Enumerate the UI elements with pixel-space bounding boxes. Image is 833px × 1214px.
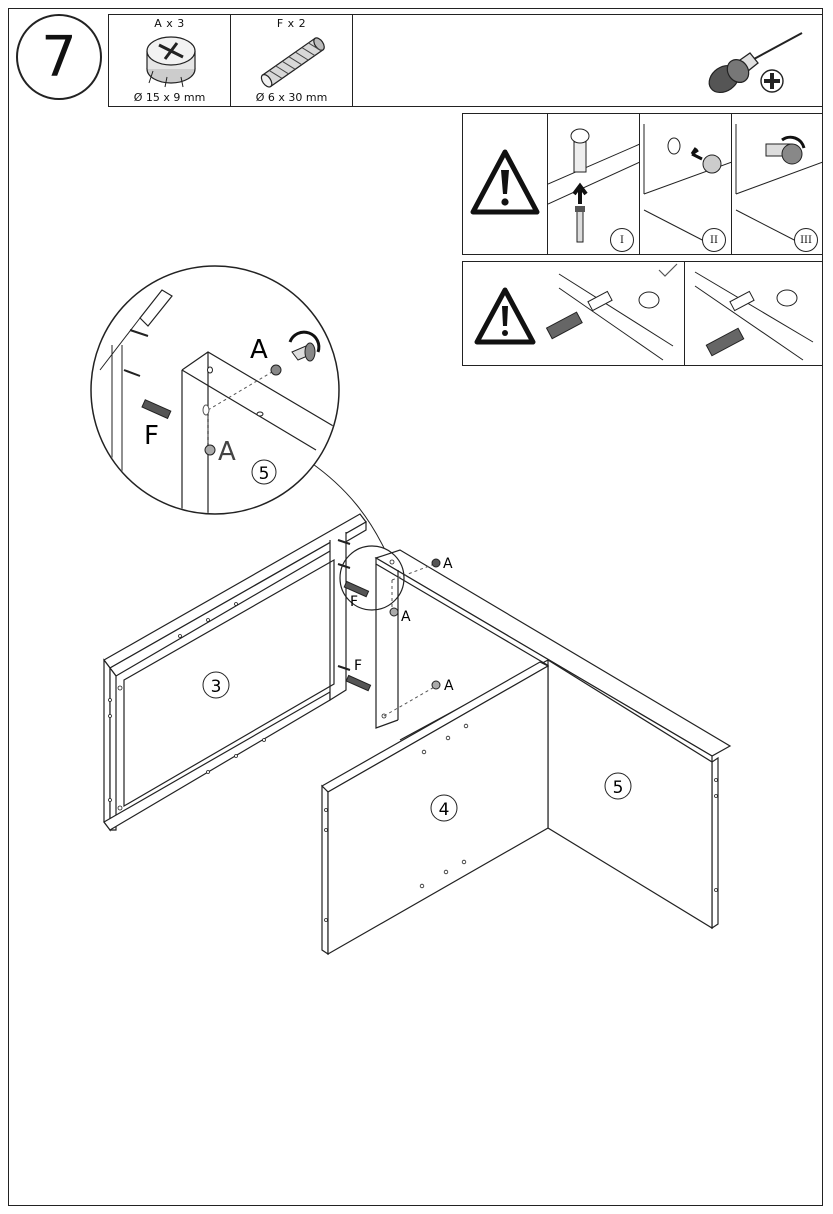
check-mark-icon <box>658 263 678 277</box>
parts-list: A x 3 Ø 15 x 9 mm F x 2 <box>108 14 823 107</box>
detail-panel-number: 5 <box>259 464 270 484</box>
panel-3 <box>103 513 367 832</box>
dowel-warning-panel <box>462 261 823 366</box>
detail-label-a-bottom: A <box>218 437 236 467</box>
main-label-a-2: A <box>401 609 411 625</box>
dowel-alternate-cell <box>685 262 822 365</box>
part-a-label: A x 3 <box>154 17 185 30</box>
main-label-a-3: A <box>444 678 454 694</box>
panel-5-circle <box>604 772 632 800</box>
detail-label-a-top: A <box>250 335 268 365</box>
step-label-iii: III <box>794 228 818 252</box>
cam-step-3: III <box>732 114 824 254</box>
step-label-ii: II <box>702 228 726 252</box>
warning-cell <box>463 114 548 254</box>
cam-step-1-illustration <box>547 128 641 243</box>
part-f-label: F x 2 <box>276 17 307 30</box>
cam-lock-warning-panel: I II III <box>462 113 824 255</box>
step-number: 7 <box>16 14 102 100</box>
main-hardware <box>337 539 441 717</box>
part-a-dimension: Ø 15 x 9 mm <box>133 91 206 104</box>
panel-5-label: 5 <box>613 778 624 798</box>
main-label-f-2: F <box>354 658 362 674</box>
panel-3-label: 3 <box>211 677 222 697</box>
cam-step-1: I <box>547 114 641 254</box>
warning-triangle-icon <box>470 149 540 215</box>
main-label-a-1: A <box>443 556 453 572</box>
cam-lock-icon <box>146 36 196 88</box>
dowel-correct-illustration <box>474 263 678 361</box>
detail-connector <box>309 461 385 549</box>
panel-3-circle <box>202 671 230 699</box>
detail-label-f: F <box>144 421 159 451</box>
cam-step-2: II <box>640 114 733 254</box>
panel-holes <box>108 559 718 922</box>
page-frame <box>8 8 823 1206</box>
panel-4-circle <box>430 794 458 822</box>
panel-4-label: 4 <box>439 800 450 820</box>
part-f-dimension: Ø 6 x 30 mm <box>255 91 328 104</box>
step-label-i: I <box>610 228 634 252</box>
part-a: A x 3 Ø 15 x 9 mm <box>109 15 231 106</box>
part-f: F x 2 Ø 6 x 30 mm <box>231 15 353 106</box>
dowel-correct-cell <box>463 262 685 365</box>
cam-step-2-illustration <box>643 124 733 245</box>
cam-step-3-illustration <box>735 124 824 245</box>
wooden-dowel-icon <box>260 37 325 88</box>
phillips-screwdriver-icon <box>708 32 803 94</box>
detail-highlight-circle <box>339 545 405 611</box>
dowel-alternate-illustration <box>694 271 814 361</box>
main-label-f-1: F <box>350 594 358 610</box>
detail-circle <box>90 265 340 515</box>
